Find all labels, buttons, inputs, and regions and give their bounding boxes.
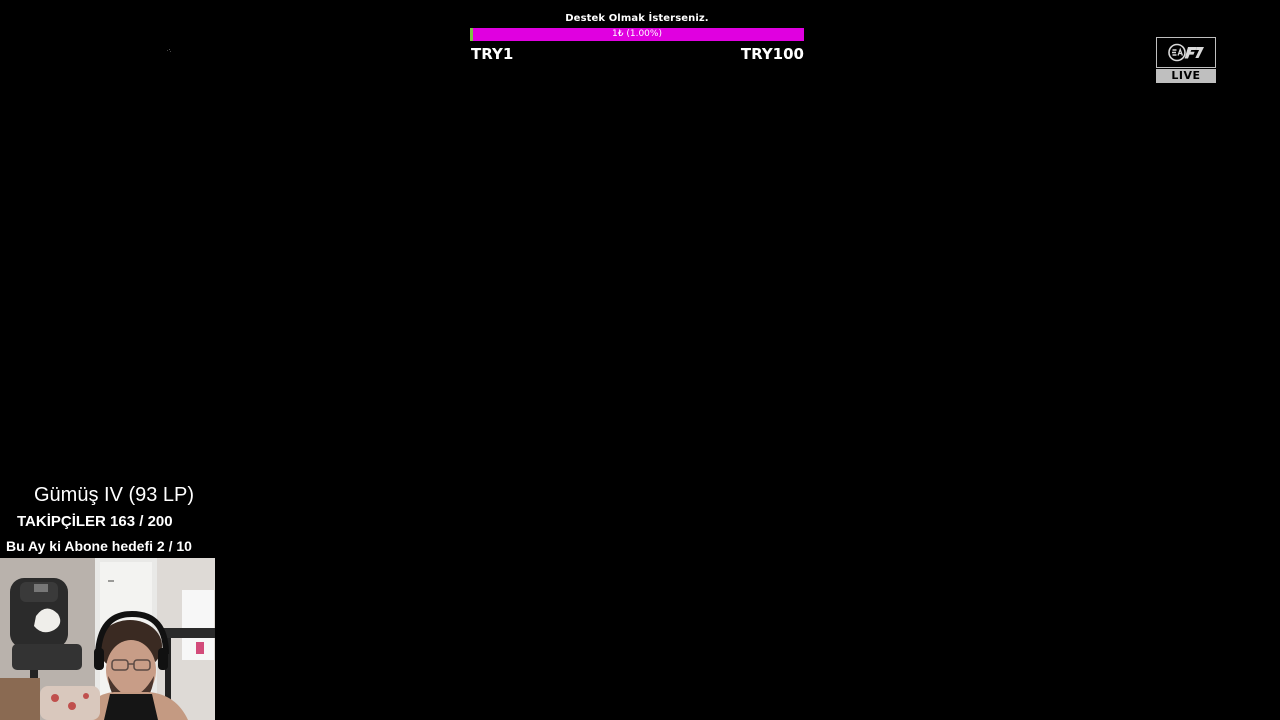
goal-progress-fill <box>470 28 473 41</box>
donation-goal-widget: Destek Olmak İsterseniz. 1₺ (1.00%) TRY1… <box>470 12 804 64</box>
ea-fc-live-badge: LIVE <box>1156 37 1216 83</box>
goal-title: Destek Olmak İsterseniz. <box>565 13 709 24</box>
webcam-feed <box>0 558 215 720</box>
goal-limits: TRY1 TRY100 <box>470 44 804 64</box>
stray-mark <box>167 49 171 52</box>
rank-text: Gümüş IV (93 LP) <box>34 484 195 506</box>
subscriber-goal-text: Bu Ay ki Abone hedefi 2 / 10 <box>6 538 192 554</box>
goal-progress-text: 1₺ (1.00%) <box>612 29 662 39</box>
ea-fc-logo-icon <box>1156 37 1216 68</box>
goal-min-label: TRY1 <box>471 45 514 63</box>
goal-max-label: TRY100 <box>740 45 804 63</box>
live-label: LIVE <box>1156 69 1216 83</box>
goal-progress-bar: 1₺ (1.00%) <box>470 28 804 41</box>
followers-goal-text: TAKİPÇİLER 163 / 200 <box>17 513 173 530</box>
